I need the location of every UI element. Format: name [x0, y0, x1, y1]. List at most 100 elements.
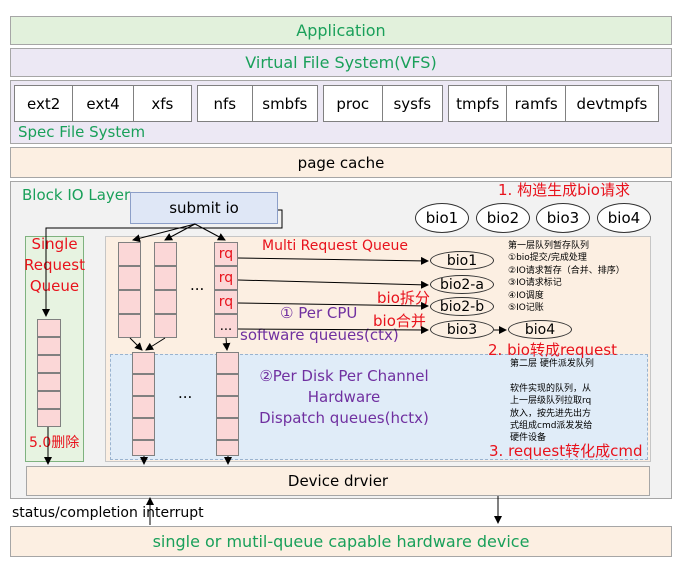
multi-queue-title: Multi Request Queue	[262, 238, 408, 254]
rq-label: rq	[218, 270, 234, 286]
bio-2-label: bio2	[486, 209, 520, 227]
bio-chain-2a: bio2-a	[430, 275, 494, 294]
layer2-note: 软件实现的队列，从	[510, 383, 592, 394]
fs-proc: proc	[324, 86, 383, 121]
bio-chain-2b-label: bio2-b	[439, 298, 485, 315]
fs-ramfs: ramfs	[507, 86, 566, 121]
application-label: Application	[296, 21, 386, 40]
rq-cell: rq	[214, 242, 238, 266]
single-queue-line-1: Single	[31, 235, 78, 253]
rq-cell: rq	[214, 266, 238, 290]
single-queue-line-2: Request	[24, 256, 85, 274]
bio-ellipse-4: bio4	[597, 203, 651, 233]
fs-group-3: proc sysfs	[323, 85, 443, 122]
device-driver-label: Device drvier	[287, 472, 389, 490]
layer1-note: 第一层队列暂存队列	[508, 241, 590, 251]
hw-queue-cell	[216, 374, 239, 396]
single-queue-line-3: Queue	[29, 277, 80, 295]
hw-queue-cell	[132, 396, 155, 418]
layer2-note: 式组成cmd派发发给	[510, 421, 593, 432]
fs-smbfs: smbfs	[262, 94, 308, 113]
bio-3-label: bio3	[546, 209, 580, 227]
page-cache-layer: page cache	[10, 147, 672, 178]
sw-queue-cell	[154, 266, 177, 290]
hw-line-1: ②Per Disk Per Channel	[259, 367, 429, 385]
layer2-note	[510, 370, 642, 382]
single-queue-title: Single Request Queue	[24, 234, 85, 297]
page-cache-label: page cache	[297, 153, 385, 172]
bio-chain-1: bio1	[430, 251, 494, 270]
vfs-layer: Virtual File System(VFS)	[10, 48, 672, 77]
bio-chain-4: bio4	[508, 320, 572, 339]
per-cpu-label: ① Per CPU	[280, 304, 358, 322]
sw-queue-cell	[118, 266, 141, 290]
hw-queue-cell	[132, 352, 155, 374]
bio-chain-4-label: bio4	[524, 321, 556, 338]
status-label: status/completion interrupt	[12, 505, 204, 521]
layer2-note: 上一层级队列拉取rq	[510, 396, 592, 407]
hw-queue-cell	[216, 440, 239, 456]
single-queue-cell	[37, 409, 61, 427]
bio-ellipse-1: bio1	[415, 203, 469, 233]
fs-nfs: nfs	[198, 86, 253, 121]
layer1-notes: 第一层队列暂存队列 ①bio提交/完成处理 ②IO请求暂存（合并、排序） ③IO…	[508, 240, 648, 314]
hw-queue-ellipsis: ...	[178, 384, 193, 402]
step3-label: 3. request转化成cmd	[489, 442, 643, 460]
rq-cell: ...	[214, 314, 238, 338]
bio-chain-3-label: bio3	[446, 321, 478, 338]
submit-io-label: submit io	[169, 199, 239, 217]
vfs-label: Virtual File System(VFS)	[245, 53, 437, 72]
layer2-note: 放入，按先进先出方	[510, 408, 592, 419]
fs-group-4: tmpfs ramfs devtmpfs	[448, 85, 659, 122]
hw-queue-panel	[110, 354, 648, 460]
rq-label: rq	[218, 246, 234, 262]
sw-queue-cell	[118, 290, 141, 314]
fs-sysfs: sysfs	[393, 94, 432, 113]
hw-line-3: Dispatch queues(hctx)	[259, 409, 429, 427]
bio-chain-2b: bio2-b	[430, 297, 494, 316]
fs-group-2: nfs smbfs	[197, 85, 318, 122]
hw-queue-cell	[216, 418, 239, 440]
fs-ext2: ext2	[15, 86, 74, 121]
fs-devtmpfs: devtmpfs	[576, 94, 648, 113]
single-queue-cell	[37, 355, 61, 373]
sw-queue-ellipsis: ...	[190, 276, 205, 294]
sw-queue-cell	[154, 290, 177, 314]
layer2-note: 第二层 硬件派发队列	[510, 359, 594, 369]
bio-chain-1-label: bio1	[446, 252, 478, 269]
bio-chain-2a-label: bio2-a	[440, 276, 484, 293]
single-queue-cell	[37, 391, 61, 409]
layer2-note: 硬件设备	[510, 433, 547, 444]
bio-merge-label: bio合并	[373, 312, 426, 330]
layer1-note: ④IO调度	[508, 290, 544, 301]
layer1-note: ⑤IO记账	[508, 303, 544, 314]
block-io-label: Block IO Layer	[22, 186, 131, 204]
sw-queue-cell	[154, 314, 177, 338]
hw-queue-cell	[216, 396, 239, 418]
fs-tmpfs: tmpfs	[449, 86, 508, 121]
hw-queue-cell	[132, 440, 155, 456]
layer1-note: ③IO请求标记	[508, 278, 562, 289]
hw-queue-cell	[216, 352, 239, 374]
removed-label: 5.0删除	[29, 435, 80, 451]
spec-fs-label: Spec File System	[18, 123, 146, 141]
fs-ext4: ext4	[73, 86, 134, 121]
submit-io-box: submit io	[130, 192, 278, 224]
single-queue-cell	[37, 373, 61, 391]
hardware-layer: single or mutil-queue capable hardware d…	[10, 526, 672, 557]
step2-label: 2. bio转成request	[488, 341, 617, 359]
sw-queue-cell	[118, 242, 141, 266]
sw-queue-cell	[118, 314, 141, 338]
sw-queue-cell	[154, 242, 177, 266]
single-queue-cell	[37, 319, 61, 337]
hw-queue-cell	[132, 418, 155, 440]
bio-split-label: bio拆分	[377, 289, 430, 307]
layer1-note: ①bio提交/完成处理	[508, 253, 587, 264]
sw-queues-label: software queues(ctx)	[240, 326, 399, 344]
application-layer: Application	[10, 16, 672, 45]
device-driver-box: Device drvier	[26, 466, 650, 496]
step1-label: 1. 构造生成bio请求	[498, 181, 630, 199]
layer1-note: ②IO请求暂存（合并、排序）	[508, 265, 625, 276]
layer2-notes: 第二层 硬件派发队列 软件实现的队列，从 上一层级队列拉取rq 放入，按先进先出…	[510, 358, 642, 445]
bio-ellipse-2: bio2	[476, 203, 530, 233]
